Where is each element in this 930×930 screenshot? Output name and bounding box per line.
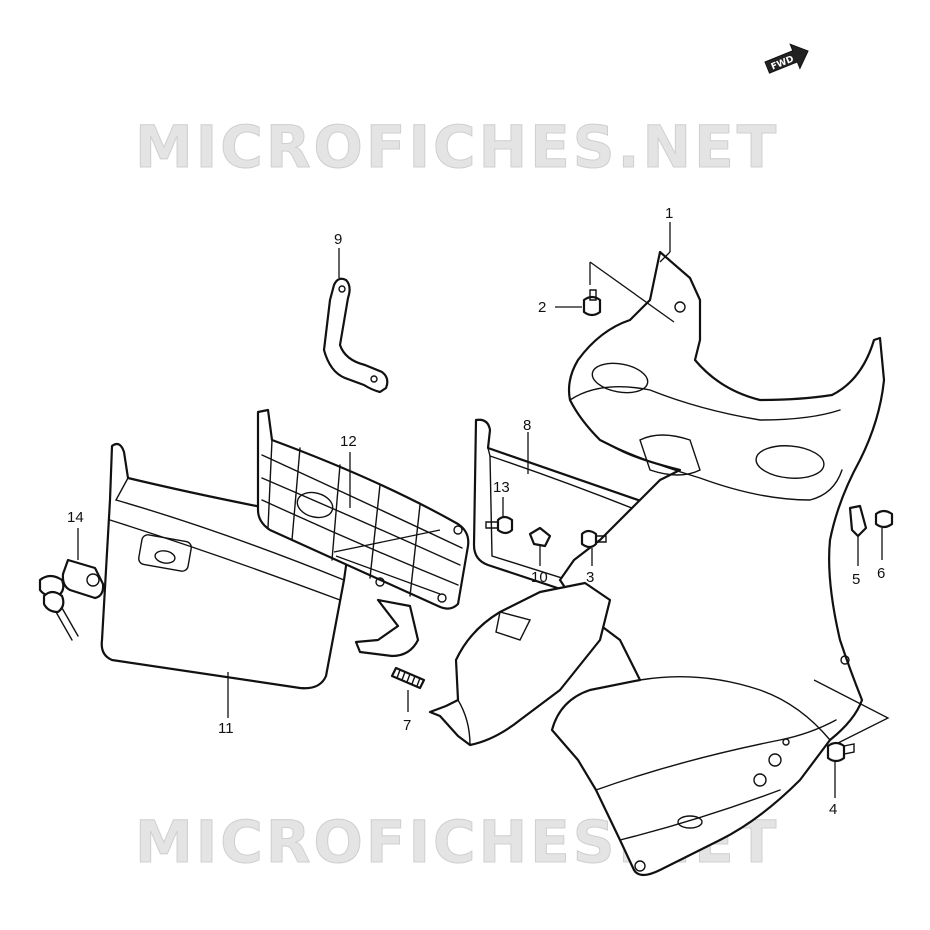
part-inner-lower-cover	[428, 581, 612, 747]
callout-13: 13	[493, 479, 510, 496]
callouts: 1 2 3 4 5 6 7 8 9 10 11 12 13 14	[67, 205, 885, 818]
part-7-stud-bolt	[390, 666, 426, 690]
callout-9: 9	[334, 231, 342, 248]
fwd-arrow-icon: FWD	[764, 43, 809, 74]
part-5-clip	[848, 504, 868, 538]
part-1-inner-panel	[550, 250, 886, 877]
part-9-bracket	[322, 277, 389, 394]
callout-8: 8	[523, 417, 531, 434]
callout-12: 12	[340, 433, 357, 450]
fwd-label: FWD	[770, 54, 796, 72]
callout-7: 7	[403, 717, 411, 734]
callout-4: 4	[829, 801, 837, 818]
part-13-screw	[485, 515, 514, 535]
part-14-key-lock	[38, 558, 105, 641]
callout-10: 10	[531, 569, 548, 586]
callout-1: 1	[665, 205, 673, 222]
watermark-top: MICROFICHES.NET	[135, 113, 779, 181]
callout-14: 14	[67, 509, 84, 526]
part-3-screw	[580, 529, 607, 549]
leader-lines	[77, 222, 890, 798]
part-6-screw	[874, 509, 894, 529]
part-10-clip	[528, 526, 552, 548]
part-11-front-cover	[100, 442, 352, 690]
callout-2: 2	[538, 299, 546, 316]
callout-6: 6	[877, 565, 885, 582]
part-2-screw	[582, 289, 602, 317]
part-12-grille	[256, 408, 470, 658]
part-4-screw	[826, 741, 855, 763]
callout-11: 11	[218, 720, 234, 737]
callout-3: 3	[586, 569, 594, 586]
callout-5: 5	[852, 571, 860, 588]
